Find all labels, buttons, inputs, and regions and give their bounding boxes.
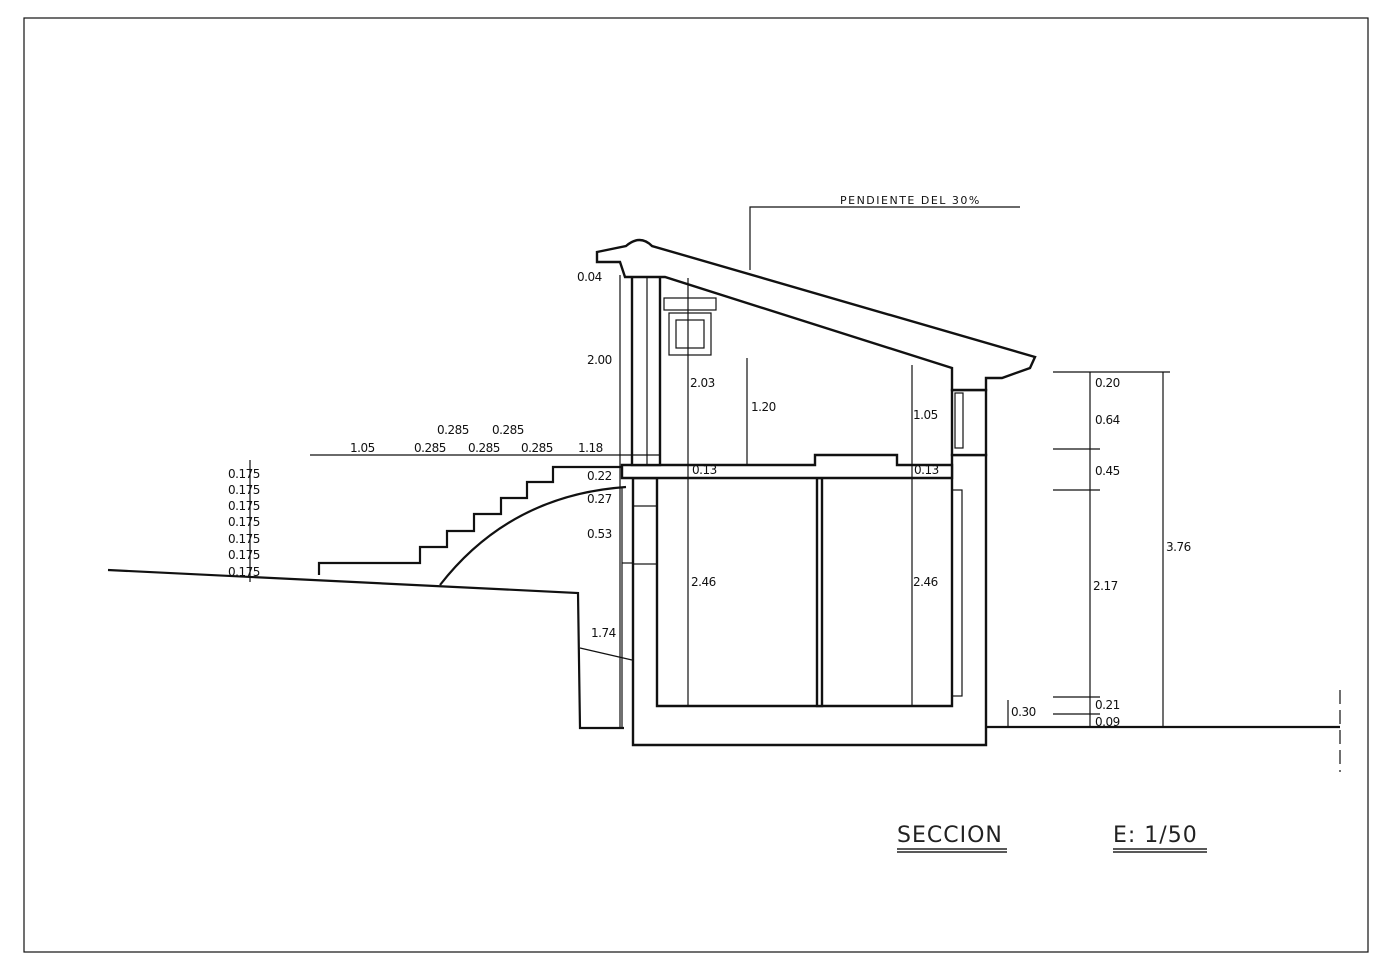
upper-left-wall <box>630 273 662 467</box>
dim-total-height: 3.76 <box>1166 540 1191 554</box>
dim-left: 0.04 <box>577 270 602 284</box>
drawing-title: SECCION <box>897 823 1003 848</box>
ground-line <box>107 568 624 730</box>
dim-left: 2.00 <box>587 353 612 367</box>
chimney-cap <box>663 297 717 311</box>
roof <box>595 238 1037 392</box>
dim-slab: 0.13 <box>692 463 717 477</box>
dim-riser: 0.175 <box>228 467 260 481</box>
dim-upper: 1.05 <box>913 408 938 422</box>
upper-right-wall <box>950 388 988 457</box>
roof-slope-note: PENDIENTE DEL 30% <box>840 194 981 207</box>
floor-slab <box>620 453 954 480</box>
dim-right: 0.21 <box>1095 698 1120 712</box>
upper-window <box>954 392 964 449</box>
dim-right: 0.45 <box>1095 464 1120 478</box>
dim-upper: 2.03 <box>690 376 715 390</box>
stair-arch <box>439 485 627 586</box>
dim-left: 0.53 <box>587 527 612 541</box>
dim-lower: 2.46 <box>913 575 938 589</box>
dim-riser: 0.175 <box>228 515 260 529</box>
dim-tread: 0.285 <box>437 423 469 437</box>
dim-landing: 1.18 <box>578 441 603 455</box>
dim-slab: 0.13 <box>914 463 939 477</box>
dim-riser: 0.175 <box>228 499 260 513</box>
staircase <box>317 465 622 575</box>
roof-note-leader <box>749 206 1020 270</box>
dim-right: 0.30 <box>1011 705 1036 719</box>
dim-left: 0.22 <box>587 469 612 483</box>
vent-window <box>668 312 712 356</box>
dim-upper: 1.20 <box>751 400 776 414</box>
dim-riser: 0.175 <box>228 532 260 546</box>
sheet-border <box>23 17 1369 953</box>
ground-slope-line <box>579 647 633 661</box>
dim-left: 1.74 <box>591 626 616 640</box>
dimension-lines <box>249 275 1170 728</box>
dim-left: 0.27 <box>587 492 612 506</box>
dim-tread: 0.285 <box>521 441 553 455</box>
dim-landing: 1.05 <box>350 441 375 455</box>
dim-tread: 0.285 <box>468 441 500 455</box>
central-column <box>815 476 824 708</box>
basement-walls <box>631 453 988 747</box>
dim-tread: 0.285 <box>492 423 524 437</box>
dim-tread: 0.285 <box>414 441 446 455</box>
dim-riser: 0.175 <box>228 565 260 579</box>
drawing-scale: E: 1/50 <box>1113 823 1198 848</box>
basement-right-window <box>951 489 963 697</box>
dim-riser: 0.175 <box>228 548 260 562</box>
dim-lower: 2.46 <box>691 575 716 589</box>
basement-window <box>632 505 658 565</box>
dim-riser: 0.175 <box>228 483 260 497</box>
dim-right: 0.64 <box>1095 413 1120 427</box>
dim-right: 2.17 <box>1093 579 1118 593</box>
basement-room <box>656 477 953 707</box>
dim-right: 0.20 <box>1095 376 1120 390</box>
dim-right: 0.09 <box>1095 715 1120 729</box>
